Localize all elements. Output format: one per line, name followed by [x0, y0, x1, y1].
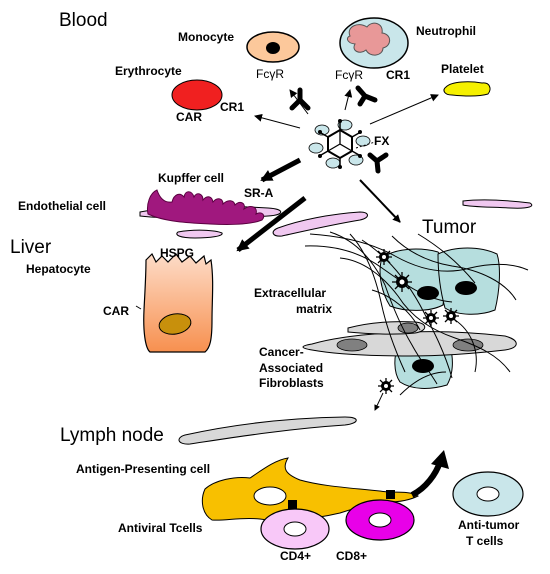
cr1-label-erythrocyte: CR1 [220, 100, 244, 114]
endothelial-cell [176, 229, 223, 239]
ecm-label-line2: matrix [296, 302, 332, 316]
hepatocyte-nucleus [158, 313, 192, 335]
sra-label: SR-A [244, 186, 274, 200]
section-title-liver: Liver [10, 237, 52, 258]
fcgr-label-neutrophil: FcγR [335, 68, 363, 82]
virus-exit-arrow [374, 392, 384, 411]
cd4-label: CD4+ [280, 549, 311, 563]
endothelial-cell-label: Endothelial cell [18, 199, 106, 213]
tumor-cell-nucleus [412, 359, 434, 373]
tumor-cell-nucleus [455, 281, 477, 295]
virus-particle-icon [423, 310, 439, 326]
tumor-cell-nucleus [417, 286, 439, 300]
arrow-to-monocyte [289, 89, 309, 115]
hepatocyte-label: Hepatocyte [26, 262, 91, 276]
fibroblast-nucleus [397, 322, 419, 334]
fcgr-label-monocyte: FcγR [256, 67, 284, 81]
fx-pointer-line [355, 141, 376, 149]
fx-label: FX [374, 134, 389, 148]
endothelial-cell [462, 199, 533, 209]
hspg-label: HSPG [160, 246, 194, 260]
antibody-icon [367, 152, 389, 174]
virus-particle-icon [443, 308, 459, 324]
caf-label-line3: Fibroblasts [259, 376, 324, 390]
antibody-icon [355, 85, 378, 107]
platelet-label: Platelet [441, 62, 484, 76]
caf-label-line2: Associated [259, 361, 323, 375]
arrow-to-platelet [369, 94, 439, 125]
erythrocyte-cell [171, 79, 223, 111]
car-label-hepatocyte: CAR [103, 304, 129, 318]
virus-particle-icon [376, 249, 392, 265]
cd8-t-cell [345, 499, 415, 541]
arrow-to-erythrocyte [254, 113, 301, 129]
section-title-blood: Blood [59, 10, 108, 31]
caf-label-line1: Cancer- [259, 345, 304, 359]
adenovirus-particle [308, 119, 371, 169]
car-label-erythrocyte: CAR [176, 110, 202, 124]
fibroblast-nucleus [452, 338, 484, 352]
cr1-label-neutrophil: CR1 [386, 68, 410, 82]
fibroblast-nucleus [336, 338, 368, 352]
curved-arrow-head [431, 450, 449, 469]
antibody-icon [289, 87, 311, 111]
car-tick-mark [135, 305, 142, 310]
anti-tumor-label-line1: Anti-tumor [458, 518, 520, 532]
apc-label: Antigen-Presenting cell [76, 462, 210, 476]
arrow-to-liver [236, 196, 307, 252]
platelet-cell [443, 81, 491, 97]
neutrophil-cell [339, 17, 409, 69]
cd4-t-cell [260, 508, 330, 550]
lymph-vessel [178, 416, 357, 445]
fibroblast-cell [302, 331, 517, 357]
tumor-cell [437, 247, 500, 315]
arrow-to-tumor [359, 179, 401, 223]
antiviral-tcells-label: Antiviral Tcells [118, 521, 203, 535]
apc-nucleus [253, 486, 287, 506]
erythrocyte-label: Erythrocyte [115, 64, 182, 78]
arrow-to-neutrophil [344, 89, 353, 111]
anti-tumor-t-cell [452, 471, 524, 517]
tumor-cell [379, 248, 446, 311]
ecm-label-line1: Extracellular [254, 286, 326, 300]
virus-particle-icon [378, 378, 394, 394]
anti-tumor-label-line2: T cells [466, 534, 504, 548]
curved-arrow-shaft [410, 460, 443, 498]
section-title-lymph-node: Lymph node [60, 425, 164, 446]
arrow-to-kupffer [260, 157, 302, 183]
monocyte-label: Monocyte [178, 30, 234, 44]
endothelial-cell [272, 211, 368, 237]
section-title-tumor: Tumor [422, 217, 477, 238]
cd8-label: CD8+ [336, 549, 367, 563]
kupffer-cell [147, 189, 265, 225]
synapse-marker-cd8 [386, 490, 395, 499]
synapse-marker-cd4 [288, 500, 297, 509]
neutrophil-label: Neutrophil [416, 24, 476, 38]
hepatocyte-cell [143, 252, 214, 353]
virus-particle-icon [392, 272, 412, 292]
monocyte-cell [246, 31, 300, 63]
kupffer-cell-label: Kupffer cell [158, 171, 224, 185]
